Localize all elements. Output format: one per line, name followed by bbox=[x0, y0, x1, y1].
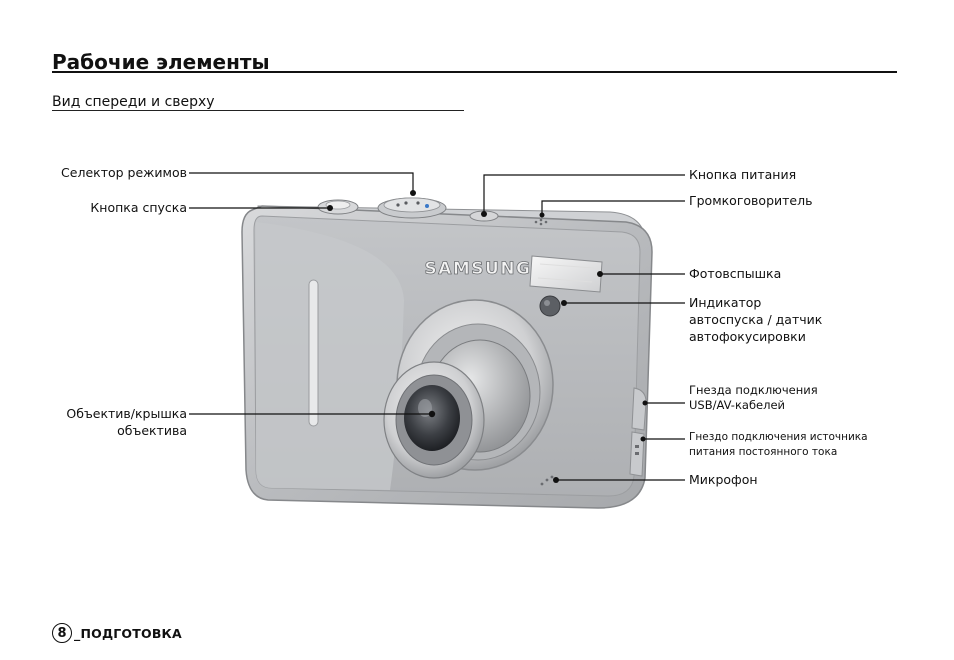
label-speaker: Громкоговоритель bbox=[689, 193, 813, 208]
label-self-timer: Индикатор автоспуска / датчик автофокуси… bbox=[689, 294, 822, 345]
label-usb-av-line-1: Гнезда подключения bbox=[689, 383, 818, 397]
label-usb-av-line-2: USB/AV-кабелей bbox=[689, 398, 786, 412]
section-subtitle: Вид спереди и сверху bbox=[52, 94, 215, 110]
label-self-timer-line-2: автоспуска / датчик bbox=[689, 312, 823, 327]
label-dc-in-line-1: Гнездо подключения источника bbox=[689, 431, 868, 443]
section-name: _ПОДГОТОВКА bbox=[74, 625, 182, 641]
title-underline bbox=[52, 71, 897, 73]
label-lens: Объектив/крышка объектива bbox=[66, 405, 187, 439]
leader-lines bbox=[189, 172, 685, 481]
label-power-button: Кнопка питания bbox=[689, 167, 797, 182]
subtitle-underline bbox=[52, 110, 464, 111]
label-lens-line-1: Объектив/крышка bbox=[66, 406, 187, 421]
page-number: 8 bbox=[52, 623, 72, 643]
label-self-timer-line-3: автофокусировки bbox=[689, 329, 806, 344]
label-shutter-button: Кнопка спуска bbox=[90, 200, 187, 215]
label-flash: Фотовспышка bbox=[689, 266, 782, 281]
page-footer: 8 _ПОДГОТОВКА bbox=[52, 622, 182, 644]
label-mode-dial: Селектор режимов bbox=[61, 165, 187, 180]
label-usb-av: Гнезда подключения USB/AV-кабелей bbox=[689, 383, 818, 413]
label-microphone: Микрофон bbox=[689, 472, 758, 487]
label-lens-line-2: объектива bbox=[117, 423, 187, 438]
page-title: Рабочие элементы bbox=[52, 50, 270, 74]
label-dc-in-line-2: питания постоянного тока bbox=[689, 446, 838, 458]
brand-logo: SAMSUNG bbox=[424, 259, 531, 279]
label-dc-in: Гнездо подключения источника питания пос… bbox=[689, 430, 868, 460]
label-self-timer-line-1: Индикатор bbox=[689, 295, 762, 310]
